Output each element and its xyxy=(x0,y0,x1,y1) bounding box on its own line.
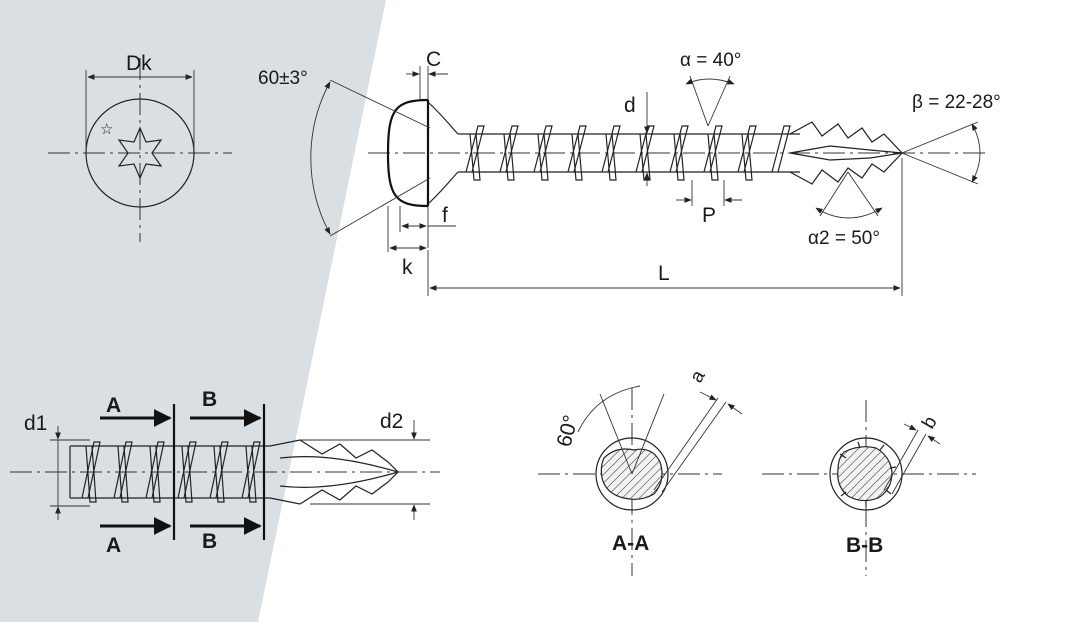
label-d: d xyxy=(624,94,636,117)
screw-side-view: 60±3° C d α = 40° β = 22-28° f P xyxy=(258,48,1001,296)
star-outline-icon: ☆ xyxy=(100,121,113,138)
label-c: C xyxy=(426,48,441,71)
background-panel xyxy=(0,0,386,622)
label-p: P xyxy=(702,204,716,227)
section-bb-label: B-B xyxy=(846,534,883,557)
section-aa-view: 60° a A-A xyxy=(538,366,743,576)
label-head-angle: 60±3° xyxy=(258,68,308,89)
section-b-top-label: B xyxy=(202,388,217,411)
torx-drive-icon xyxy=(117,126,163,180)
section-b-bottom-label: B xyxy=(202,530,217,553)
label-k: k xyxy=(402,256,413,279)
label-d1: d1 xyxy=(24,412,47,435)
head-top-view: ☆ Dk xyxy=(48,52,232,242)
shank-detail-view: A A B B d1 d2 xyxy=(10,388,440,557)
label-f: f xyxy=(442,204,448,227)
label-d2: d2 xyxy=(380,410,403,433)
label-beta: β = 22-28° xyxy=(912,92,1001,113)
label-dk: Dk xyxy=(126,52,152,75)
label-l: L xyxy=(658,262,670,285)
section-a-top-label: A xyxy=(106,394,121,417)
label-a: a xyxy=(686,366,710,386)
label-alpha: α = 40° xyxy=(680,50,741,71)
label-60deg: 60° xyxy=(553,413,583,450)
label-b: b xyxy=(918,413,941,433)
label-alpha2: α2 = 50° xyxy=(808,228,880,249)
section-a-bottom-label: A xyxy=(106,534,121,557)
section-bb-view: b B-B xyxy=(762,400,976,576)
section-aa-label: A-A xyxy=(612,532,649,555)
